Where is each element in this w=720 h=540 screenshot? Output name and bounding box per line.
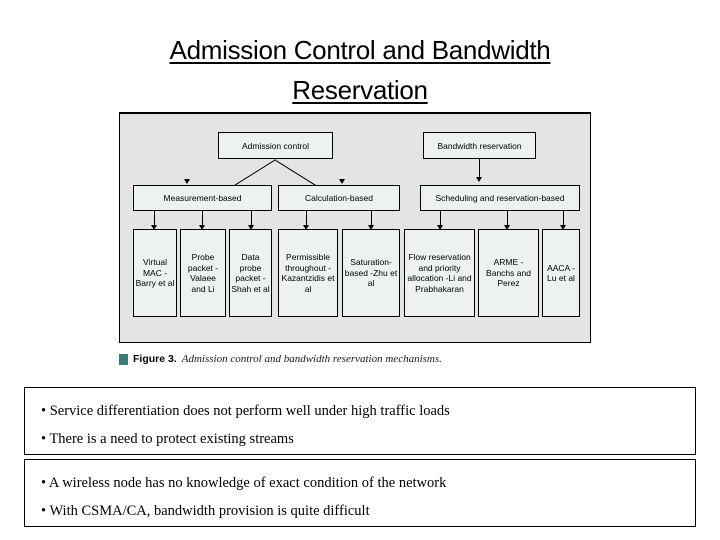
page-title: Admission Control and Bandwidth Reservat… [60, 30, 660, 110]
connector-to-arme [507, 211, 508, 228]
arrowhead-flow-reservation [437, 225, 443, 230]
connector-to-flow-reservation [440, 211, 441, 228]
figure-caption: Figure 3. Admission control and bandwidt… [119, 348, 593, 370]
diagram-node-scheduling-and-reservation-based: Scheduling and reservation-based [420, 185, 580, 211]
arrowhead-scheduling [476, 177, 482, 182]
diagram-leaf-flow-reservation: Flow reservation and priority allocation… [404, 229, 475, 317]
arrowhead-virtual-mac [151, 225, 157, 230]
diagram-node-admission-control: Admission control [218, 132, 333, 159]
arrowhead-aaca [560, 225, 566, 230]
diagram-leaf-aaca: AACA -Lu et al [542, 229, 580, 317]
diagram-node-measurement-based: Measurement-based [133, 185, 272, 211]
diagram-leaf-probe-packet: Probe packet -Valaee and Li [180, 229, 226, 317]
arrowhead-calculation [339, 179, 345, 184]
connector-to-saturation-based [371, 211, 372, 228]
note-line: • A wireless node has no knowledge of ex… [41, 475, 447, 491]
connector-to-probe-packet [202, 211, 203, 228]
connector-to-virtual-mac [154, 211, 155, 228]
figure-region: Admission control Bandwidth reservation … [119, 112, 593, 374]
diagram-node-calculation-based: Calculation-based [278, 185, 400, 211]
connector-to-data-probe-packet [251, 211, 252, 228]
connector-bandwidth-to-scheduling [479, 159, 480, 179]
note-line: • There is a need to protect existing st… [41, 431, 294, 447]
diagram-leaf-arme: ARME -Banchs and Perez [478, 229, 539, 317]
connector-to-aaca [563, 211, 564, 228]
diagram-leaf-permissible-throughout: Permissible throughout -Kazantzidis et a… [278, 229, 338, 317]
notes-box-upper: • Service differentiation does not perfo… [24, 387, 696, 455]
note-line: • Service differentiation does not perfo… [41, 403, 450, 419]
page-title-line-2: Reservation [292, 75, 428, 105]
arrowhead-data-probe-packet [248, 225, 254, 230]
caption-text: Admission control and bandwidth reservat… [181, 353, 442, 365]
arrowhead-probe-packet [199, 225, 205, 230]
caption-label: Figure 3. [133, 353, 177, 365]
notes-box-lower: • A wireless node has no knowledge of ex… [24, 459, 696, 527]
diagram-leaf-virtual-mac: Virtual MAC -Barry et al [133, 229, 177, 317]
caption-bullet-icon [119, 353, 128, 365]
diagram-node-bandwidth-reservation: Bandwidth reservation [423, 132, 536, 159]
diagram-leaf-saturation-based: Saturation-based -Zhu et al [342, 229, 400, 317]
arrowhead-measurement [184, 179, 190, 184]
note-line: • With CSMA/CA, bandwidth provision is q… [41, 503, 370, 519]
arrowhead-saturation-based [368, 225, 374, 230]
diagram-leaf-data-probe-packet: Data probe packet -Shah et al [229, 229, 272, 317]
arrowhead-arme [504, 225, 510, 230]
page-title-line-1: Admission Control and Bandwidth [169, 35, 551, 65]
connector-to-permissible-throughout [306, 211, 307, 228]
diagram-panel: Admission control Bandwidth reservation … [119, 112, 591, 343]
arrowhead-permissible-throughout [303, 225, 309, 230]
